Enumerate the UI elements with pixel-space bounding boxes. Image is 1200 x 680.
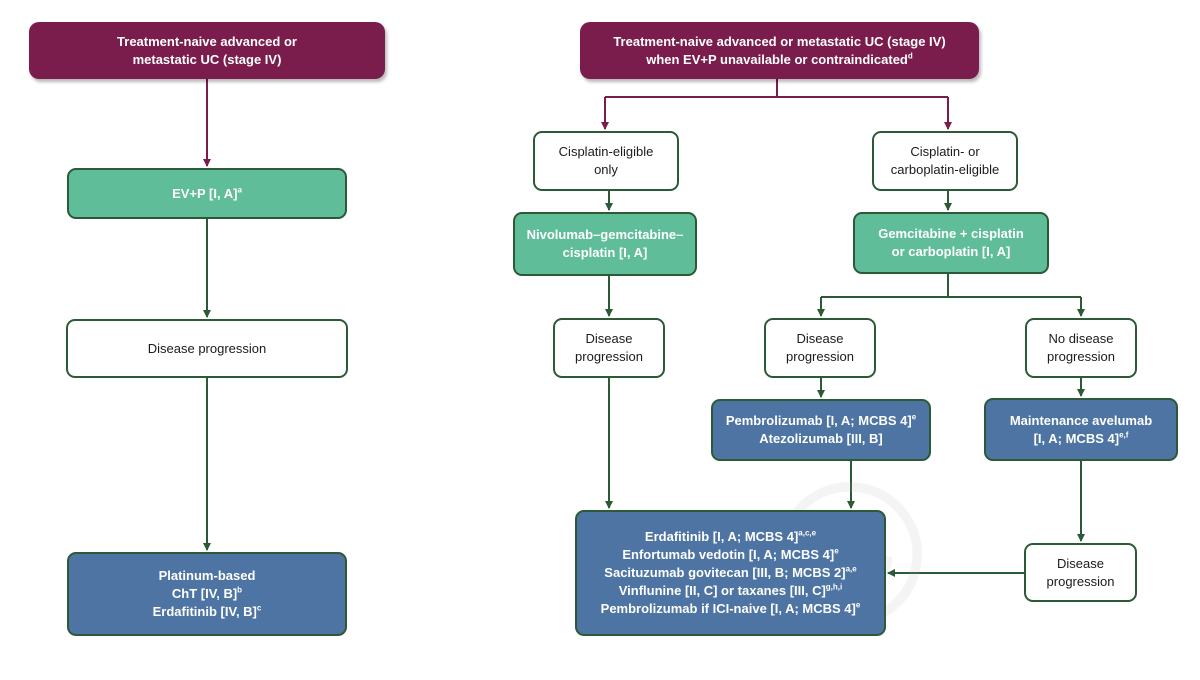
split-gem: [821, 274, 1081, 298]
pembro-line1-sup: e: [911, 412, 917, 422]
final-line2-sup: e: [834, 546, 839, 556]
final-line1-sup: a,c,e: [798, 528, 817, 538]
nivo-line1: Nivolumab–gemcitabine–: [526, 227, 684, 242]
gem-line1: Gemcitabine + cisplatin: [878, 226, 1024, 241]
platinum-box: Platinum-based ChT [IV, B]b Erdafitinib …: [67, 552, 347, 636]
prog-c-box: Disease progression: [1024, 543, 1137, 602]
pembro-line2: Atezolizumab [III, B]: [759, 431, 883, 446]
cis-carbo-line1: Cisplatin- or: [910, 144, 980, 159]
left-start-line2: metastatic UC (stage IV): [132, 51, 282, 67]
prog-a-box: Disease progression: [553, 318, 665, 378]
final-line1: Erdafitinib [I, A; MCBS 4]: [644, 529, 799, 544]
final-line5-sup: e: [855, 600, 861, 610]
left-progression-text: Disease progression: [147, 340, 267, 356]
gem-line2: or carboplatin [I, A]: [891, 244, 1011, 259]
right-start-line2-sup: d: [907, 51, 913, 61]
evp-sup: a: [237, 185, 242, 195]
pembro-box: Pembrolizumab [I, A; MCBS 4]e Atezolizum…: [711, 399, 931, 461]
pembro-line1: Pembrolizumab [I, A; MCBS 4]: [725, 413, 912, 428]
prog-b-line2: progression: [786, 349, 854, 364]
right-start-line1: Treatment-naive advanced or metastatic U…: [613, 33, 946, 49]
avelumab-box: Maintenance avelumab [I, A; MCBS 4]e,f: [984, 398, 1178, 461]
prog-c-line2: progression: [1046, 573, 1115, 589]
final-line4: Vinflunine [II, C] or taxanes [III, C]: [618, 583, 826, 598]
platinum-line2: ChT [IV, B]: [171, 586, 238, 601]
prog-a-line1: Disease: [585, 331, 633, 346]
left-start-box: Treatment-naive advanced or metastatic U…: [29, 22, 385, 79]
evp-box: EV+P [I, A]a: [67, 168, 347, 219]
platinum-line1: Platinum-based: [158, 568, 256, 583]
prog-a-line2: progression: [575, 349, 643, 364]
cis-carbo-line2: carboplatin-eligible: [890, 162, 1000, 177]
no-prog-line1: No disease: [1048, 331, 1114, 346]
cis-only-line1: Cisplatin-eligible: [558, 144, 654, 159]
evp-text: EV+P [I, A]: [172, 185, 238, 201]
final-line3: Sacituzumab govitecan [III, B; MCBS 2]: [604, 565, 846, 580]
prog-b-line1: Disease: [796, 331, 844, 346]
right-start-line2: when EV+P unavailable or contraindicated: [646, 51, 908, 67]
avelumab-line1: Maintenance avelumab: [1009, 412, 1153, 428]
platinum-line3-sup: c: [256, 603, 262, 613]
avelumab-line2: [I, A; MCBS 4]: [1033, 430, 1120, 446]
final-line5: Pembrolizumab if ICI-naive [I, A; MCBS 4…: [600, 601, 856, 616]
avelumab-line2-sup: e,f: [1119, 430, 1129, 440]
final-line4-sup: g,h,i: [825, 582, 843, 592]
final-options-box: Erdafitinib [I, A; MCBS 4]a,c,e Enfortum…: [575, 510, 886, 636]
connectors: [203, 79, 1085, 577]
no-prog-box: No disease progression: [1025, 318, 1137, 378]
cis-only-line2: only: [594, 162, 618, 177]
final-line3-sup: a,e: [845, 564, 857, 574]
prog-c-line1: Disease: [1057, 555, 1104, 571]
no-prog-line2: progression: [1047, 349, 1115, 364]
left-progression-box: Disease progression: [66, 319, 348, 378]
right-start-box: Treatment-naive advanced or metastatic U…: [580, 22, 979, 79]
cis-only-box: Cisplatin-eligible only: [533, 131, 679, 191]
platinum-line3: Erdafitinib [IV, B]: [152, 604, 257, 619]
nivo-box: Nivolumab–gemcitabine– cisplatin [I, A]: [513, 212, 697, 276]
cis-carbo-box: Cisplatin- or carboplatin-eligible: [872, 131, 1018, 191]
prog-b-box: Disease progression: [764, 318, 876, 378]
gem-box: Gemcitabine + cisplatin or carboplatin […: [853, 212, 1049, 274]
left-start-line1: Treatment-naive advanced or: [117, 33, 297, 49]
final-line2: Enfortumab vedotin [I, A; MCBS 4]: [622, 547, 835, 562]
nivo-line2: cisplatin [I, A]: [562, 245, 648, 260]
platinum-line2-sup: b: [237, 585, 243, 595]
